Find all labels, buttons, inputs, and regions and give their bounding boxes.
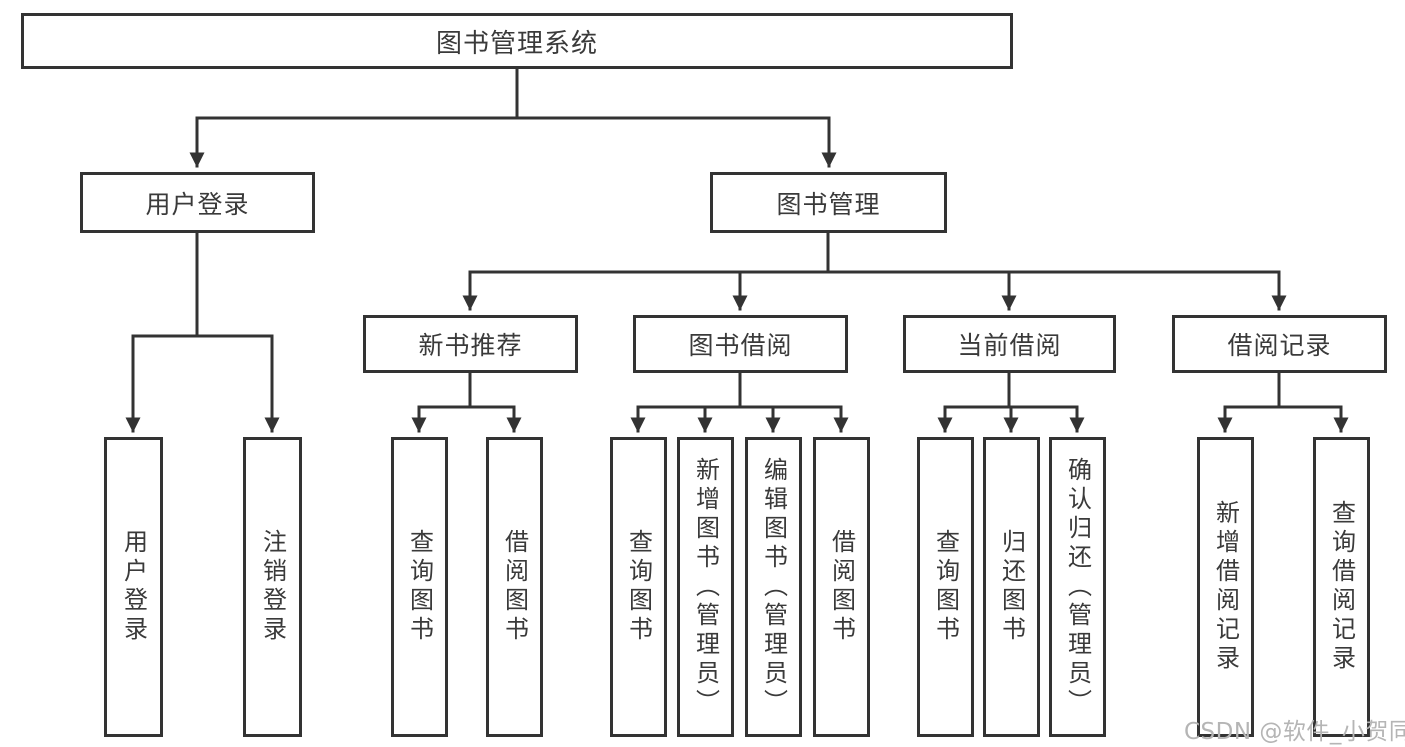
node-book-management-label: 图书管理 (776, 189, 881, 219)
node-new-book-recommend-label: 新书推荐 (418, 331, 523, 360)
leaf-borrow-books-label: 借阅图书 (827, 529, 856, 645)
node-current-borrow: 当前借阅 (903, 315, 1116, 373)
leaf-query-books-borrow: 查询图书 (610, 437, 667, 737)
leaf-query-books-recommend-label: 查询图书 (405, 529, 434, 645)
leaf-logout-login-label: 注销登录 (258, 529, 287, 645)
leaf-query-borrow-record: 查询借阅记录 (1313, 437, 1370, 737)
leaf-add-book-admin: 新增图书（管理员） (677, 437, 734, 737)
leaf-return-books: 归还图书 (983, 437, 1040, 737)
leaf-edit-book-admin: 编辑图书（管理员） (745, 437, 802, 737)
leaf-add-borrow-record-label: 新增借阅记录 (1211, 500, 1240, 674)
leaf-query-books-current-label: 查询图书 (931, 529, 960, 645)
node-book-borrow: 图书借阅 (633, 315, 848, 373)
node-borrow-records-label: 借阅记录 (1227, 331, 1332, 360)
leaf-edit-book-admin-label: 编辑图书（管理员） (759, 456, 788, 718)
node-root-label: 图书管理系统 (435, 28, 598, 59)
leaf-logout-login: 注销登录 (243, 437, 302, 737)
node-book-borrow-label: 图书借阅 (688, 331, 793, 360)
leaf-confirm-return-admin-label: 确认归还（管理员） (1063, 456, 1092, 718)
node-root: 图书管理系统 (21, 13, 1013, 69)
node-book-management: 图书管理 (710, 172, 947, 233)
leaf-add-borrow-record: 新增借阅记录 (1197, 437, 1254, 737)
leaf-confirm-return-admin: 确认归还（管理员） (1049, 437, 1106, 737)
leaf-query-borrow-record-label: 查询借阅记录 (1327, 500, 1356, 674)
leaf-query-books-current: 查询图书 (917, 437, 974, 737)
node-user-login-label: 用户登录 (145, 189, 250, 219)
leaf-user-login: 用户登录 (104, 437, 163, 737)
node-new-book-recommend: 新书推荐 (363, 315, 578, 373)
leaf-borrow-books: 借阅图书 (813, 437, 870, 737)
node-user-login: 用户登录 (80, 172, 315, 233)
leaf-add-book-admin-label: 新增图书（管理员） (691, 456, 720, 718)
leaf-return-books-label: 归还图书 (997, 529, 1026, 645)
node-current-borrow-label: 当前借阅 (957, 331, 1062, 360)
watermark-text: CSDN @软件_小贺同学 (1184, 719, 1405, 745)
leaf-borrow-books-recommend: 借阅图书 (486, 437, 543, 737)
leaf-user-login-label: 用户登录 (119, 529, 148, 645)
leaf-query-books-borrow-label: 查询图书 (624, 529, 653, 645)
leaf-query-books-recommend: 查询图书 (391, 437, 448, 737)
leaf-borrow-books-recommend-label: 借阅图书 (500, 529, 529, 645)
node-borrow-records: 借阅记录 (1172, 315, 1387, 373)
